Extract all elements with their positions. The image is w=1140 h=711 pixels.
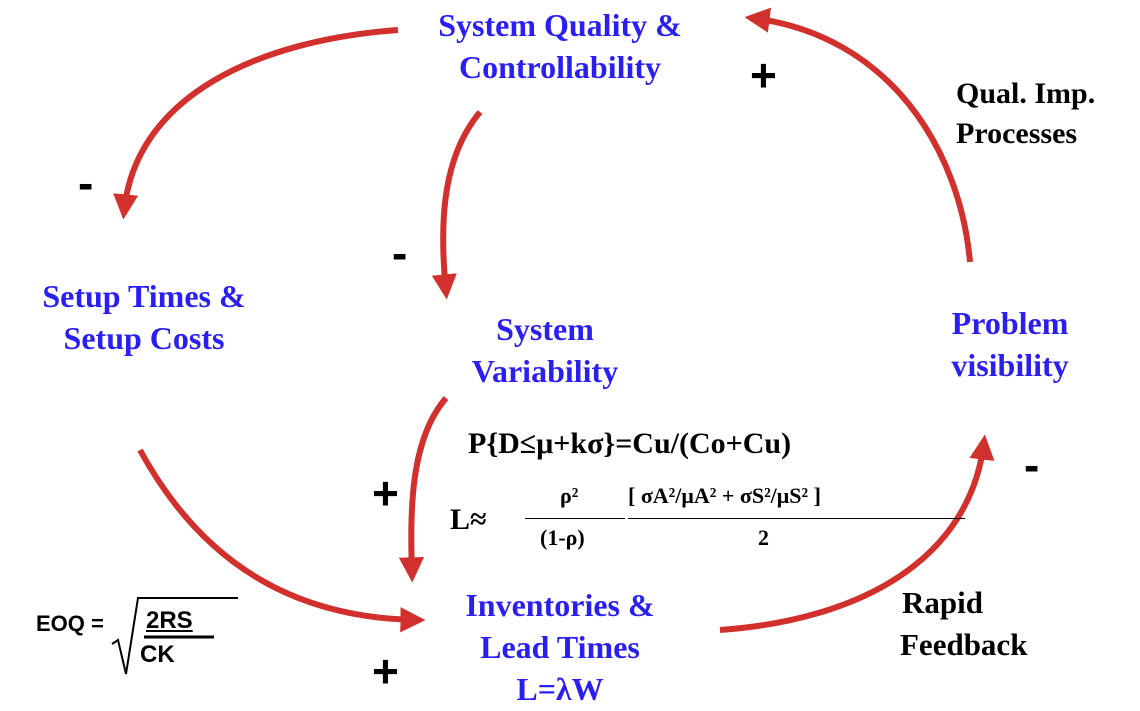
node-system-variability-line1: System (496, 311, 594, 347)
label-rapid-feedback-line2: Feedback (900, 627, 1028, 662)
node-problem-visibility-line1: Problem (951, 305, 1069, 341)
node-problem-visibility: Problem visibility (920, 302, 1100, 386)
arrow-variability-to-inventories (398, 396, 449, 583)
node-inventories-line1: Inventories & (465, 587, 655, 623)
sign-inventories-to-visibility: - (1024, 439, 1040, 491)
node-system-variability: System Variability (430, 308, 660, 392)
sign-setup-to-inventories: + (372, 645, 399, 697)
formula-eoq-num: 2RS (146, 607, 193, 634)
formula-newsvendor: P{D≤μ+kσ}=Cu/(Co+Cu) (468, 427, 792, 460)
formula-queue-lhs: L≈ (450, 503, 487, 536)
arrow-quality-to-setup (113, 27, 399, 220)
node-inventories: Inventories & Lead Times L=λW (420, 584, 700, 710)
formula-queue-main-bar (628, 518, 965, 519)
arrow-visibility-to-quality (744, 7, 973, 263)
formula-eoq-den: CK (140, 641, 175, 668)
node-inventories-line3: L=λW (516, 671, 604, 707)
node-setup-times: Setup Times & Setup Costs (0, 275, 288, 359)
label-rapid-feedback: Rapid Feedback (900, 582, 1027, 666)
formula-eoq-radical (111, 597, 238, 675)
formula-queue-rho-den: (1-ρ) (540, 525, 585, 550)
node-problem-visibility-line2: visibility (951, 347, 1069, 383)
label-qual-imp-line2: Processes (956, 117, 1078, 150)
node-system-quality-line1: System Quality & (438, 7, 682, 43)
node-system-quality: System Quality & Controllability (390, 4, 730, 88)
sign-quality-to-variability: - (392, 227, 408, 279)
label-rapid-feedback-line1: Rapid (902, 585, 983, 620)
arrow-inventories-to-visibility (719, 434, 995, 633)
formula-queue-rho-num: ρ² (560, 483, 579, 508)
formula-queue-rho-bar (525, 518, 625, 519)
label-qual-imp: Qual. Imp. Processes (956, 74, 1095, 154)
sign-variability-to-inventories: + (372, 467, 399, 519)
node-inventories-line2: Lead Times (480, 629, 640, 665)
formula-eoq-lhs: EOQ = (36, 611, 104, 636)
node-system-variability-line2: Variability (471, 353, 619, 389)
label-qual-imp-line1: Qual. Imp. (956, 77, 1096, 110)
sign-quality-to-setup: - (78, 157, 94, 209)
node-system-quality-line2: Controllability (458, 49, 662, 85)
node-setup-times-line2: Setup Costs (63, 320, 225, 356)
formula-queue-bracket: [ σA²/μA² + σS²/μS² ] (628, 483, 821, 508)
formula-queue-den: 2 (758, 525, 769, 550)
arrow-setup-to-inventories (137, 448, 426, 633)
sign-visibility-to-quality: + (750, 49, 777, 101)
arrow-quality-to-variability (431, 110, 483, 300)
node-setup-times-line1: Setup Times & (42, 278, 246, 314)
